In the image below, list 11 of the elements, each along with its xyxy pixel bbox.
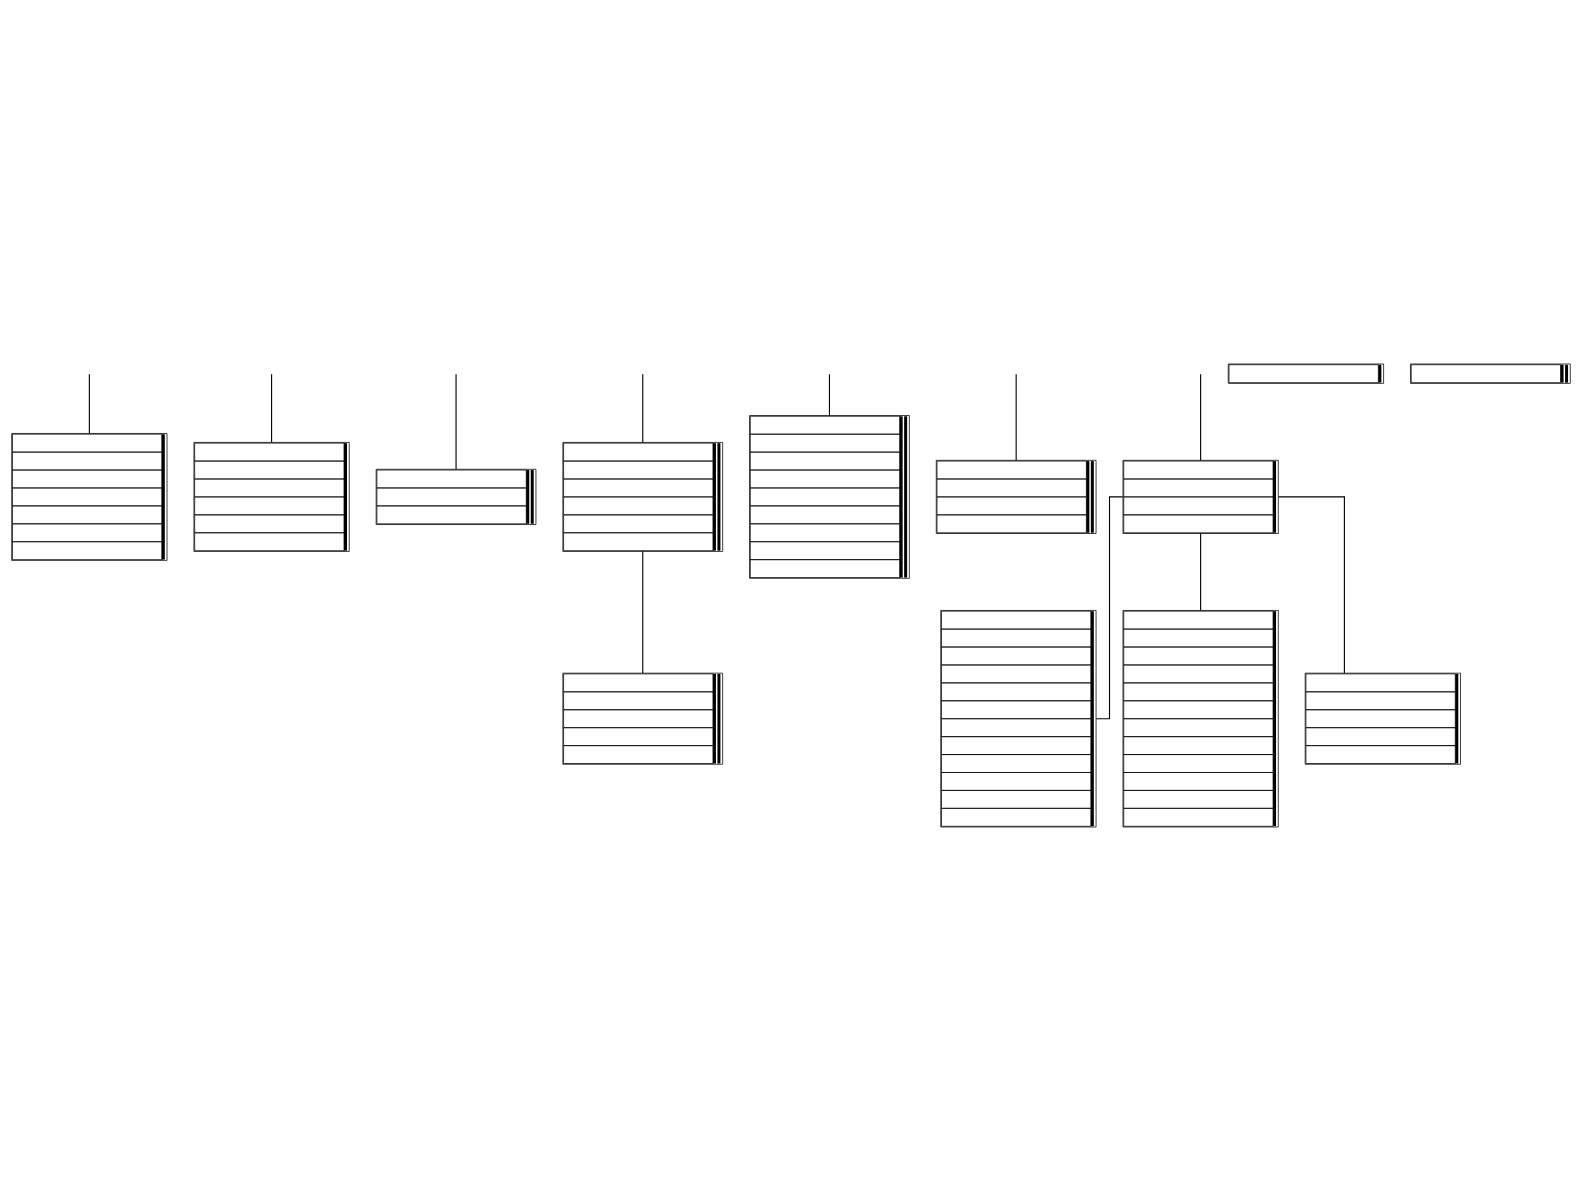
- connector: [1277, 495, 1345, 674]
- connector: [1095, 495, 1124, 719]
- connector: [88, 373, 90, 434]
- connector: [1200, 373, 1202, 461]
- connector: [1015, 373, 1017, 461]
- connector: [455, 373, 457, 470]
- connector: [271, 373, 273, 443]
- connector: [828, 373, 830, 416]
- connector: [1200, 532, 1202, 611]
- connector: [642, 550, 644, 674]
- connector: [642, 373, 644, 443]
